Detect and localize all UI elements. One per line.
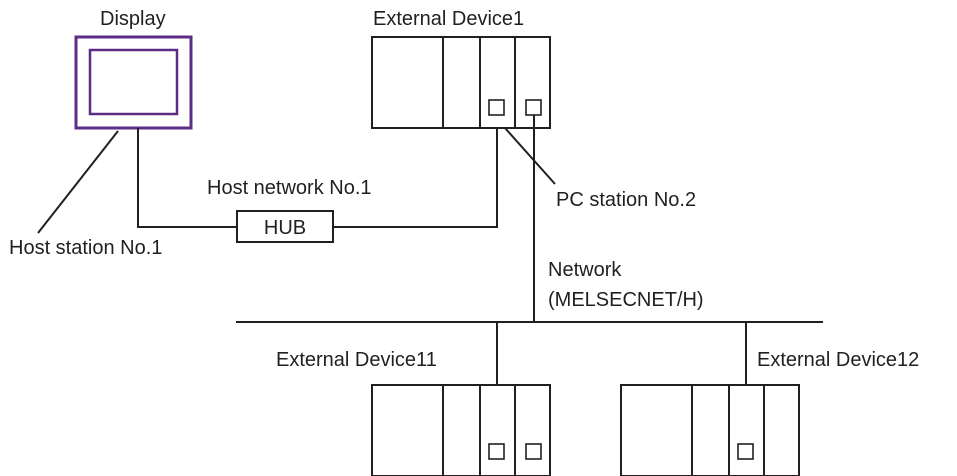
pc-station-callout-line bbox=[504, 127, 556, 185]
host-station-callout-line bbox=[37, 130, 119, 234]
hub-to-device1-cable bbox=[333, 118, 498, 228]
device1-network-port bbox=[525, 99, 542, 116]
external-device12 bbox=[620, 384, 800, 476]
display-label: Display bbox=[100, 8, 166, 30]
device12-network-port bbox=[737, 443, 754, 460]
device12-base bbox=[620, 384, 800, 476]
pc-station-label: PC station No.2 bbox=[556, 189, 696, 211]
external-device1-label: External Device1 bbox=[373, 8, 524, 30]
host-network-label: Host network No.1 bbox=[207, 177, 372, 199]
device1-ethernet-port bbox=[488, 99, 505, 116]
hub-label: HUB bbox=[264, 217, 306, 239]
network-label-line2: (MELSECNET/H) bbox=[548, 289, 704, 311]
external-device1 bbox=[371, 36, 551, 129]
external-device12-label: External Device12 bbox=[757, 349, 919, 371]
external-device11 bbox=[371, 384, 551, 476]
hub-box bbox=[236, 210, 334, 243]
display-to-hub-cable bbox=[137, 128, 237, 228]
device11-port bbox=[525, 443, 542, 460]
device1-base bbox=[371, 36, 551, 129]
device11-network-port bbox=[488, 443, 505, 460]
display-screen bbox=[88, 48, 179, 116]
external-device11-label: External Device11 bbox=[276, 349, 437, 371]
network-label-line1: Network bbox=[548, 259, 622, 281]
display-device bbox=[74, 35, 193, 130]
device11-base bbox=[371, 384, 551, 476]
host-station-label: Host station No.1 bbox=[9, 237, 162, 259]
